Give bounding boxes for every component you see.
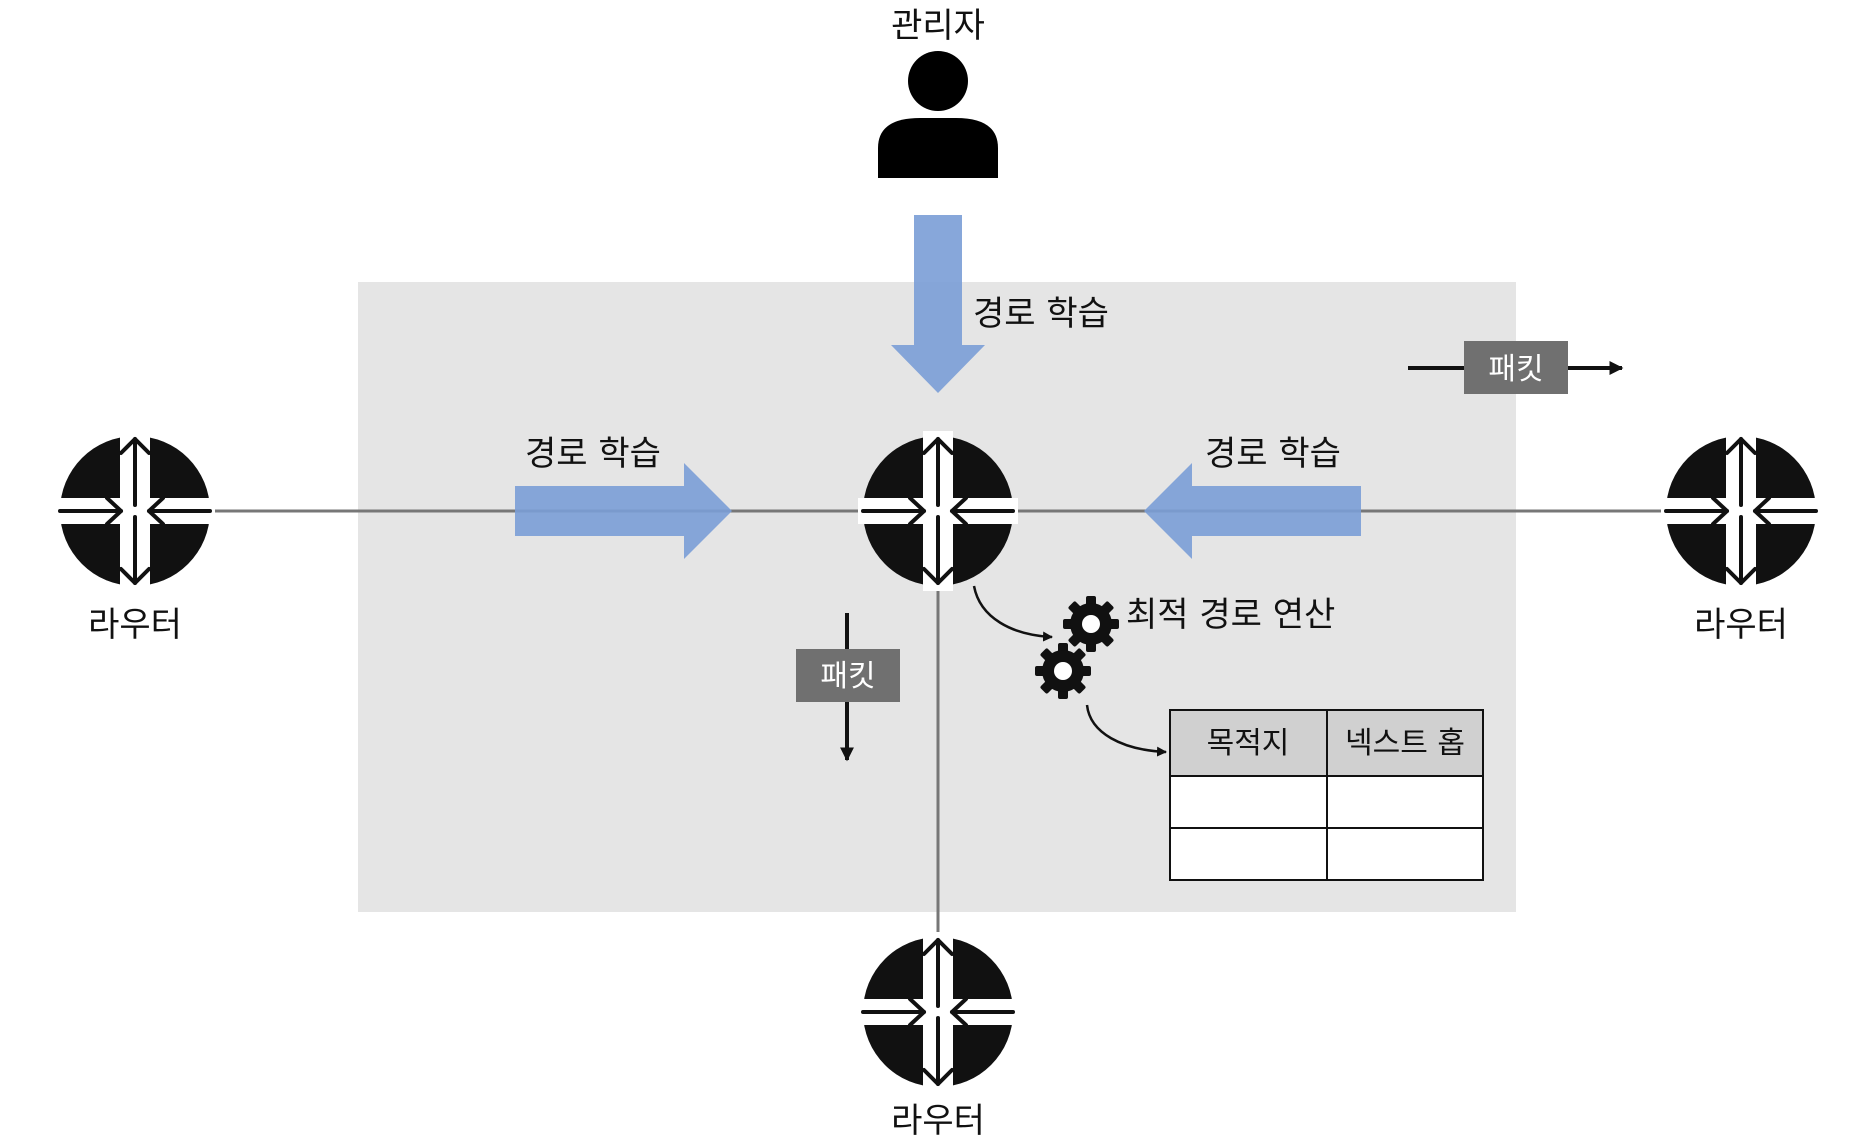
router-icon-right	[1659, 429, 1823, 593]
router-icon-left	[53, 429, 217, 593]
table-header-destination: 목적지	[1207, 726, 1290, 761]
gear-icon	[1035, 643, 1091, 699]
packet-tag-down: 패킷	[796, 613, 900, 762]
person-icon	[878, 51, 998, 178]
table-header-next-hop: 넥스트 홉	[1345, 726, 1465, 761]
route-learning-arrows	[515, 215, 1361, 559]
route-learning-arrow-left	[1144, 463, 1361, 559]
routing-table: 목적지 넥스트 홉	[1169, 709, 1484, 881]
router-label-left: 라우터	[88, 605, 182, 645]
route-learning-arrow-right	[515, 463, 732, 559]
packet-label-right: 패킷	[1488, 352, 1543, 387]
route-learning-label-right: 경로 학습	[1205, 434, 1341, 474]
packet-tag-right: 패킷	[1408, 341, 1624, 394]
router-label-bottom: 라우터	[891, 1101, 985, 1139]
router-icon-bottom	[856, 930, 1020, 1094]
packet-label-down: 패킷	[820, 659, 875, 694]
admin-label: 관리자	[891, 6, 985, 46]
route-learning-label-top: 경로 학습	[973, 294, 1109, 334]
curve-arrow-to-table	[1085, 704, 1167, 757]
router-label-right: 라우터	[1694, 605, 1788, 645]
gear-icon	[1063, 596, 1119, 652]
curve-arrow-to-gears	[972, 585, 1053, 642]
optimal-path-label: 최적 경로 연산	[1126, 595, 1335, 635]
route-learning-label-left: 경로 학습	[525, 434, 661, 474]
route-learning-arrow-down	[891, 215, 985, 393]
